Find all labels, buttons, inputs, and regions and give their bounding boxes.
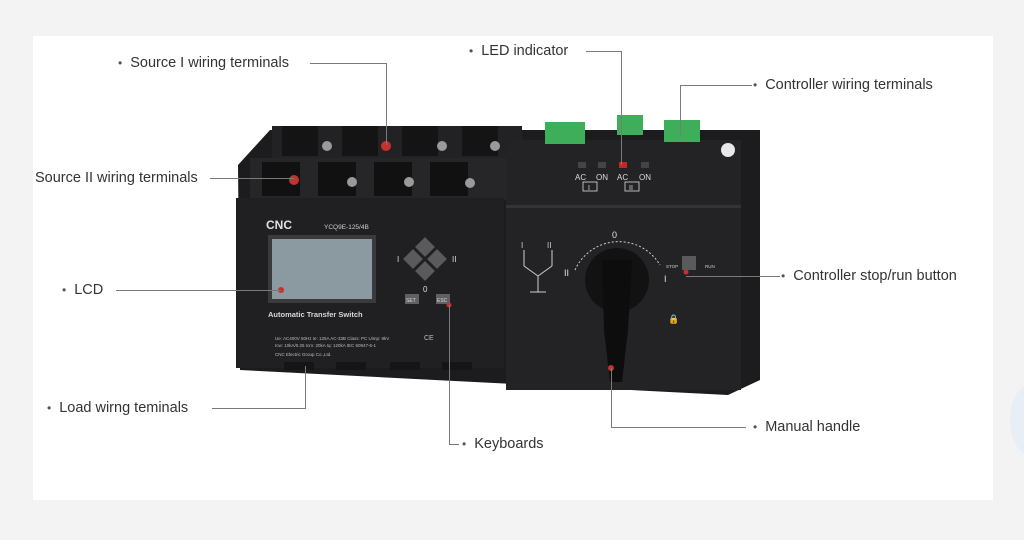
callout-led-indicator: •LED indicator: [469, 43, 569, 59]
keypad: I II 0 SET ESC: [397, 237, 456, 308]
bullet-icon: •: [62, 283, 67, 297]
callout-keyboards: •Keyboards: [462, 436, 544, 452]
rating-line-2: Icw: 10kA/0.25 Icm: 20kA Iq: 120kA IEC 6…: [275, 343, 377, 348]
green-terminal-left: [545, 122, 585, 144]
leader-led-v: [621, 51, 622, 165]
manual-handle: [602, 260, 632, 382]
led-label-on-1: ON: [596, 173, 608, 182]
stop-run-button: [682, 256, 696, 270]
rating-line-1: Ue: AC400V 50Hz Ie: 125A AC-33B Class: P…: [275, 336, 389, 341]
callout-source-ii: Source II wiring terminals: [35, 170, 198, 186]
ce-mark: CE: [424, 335, 434, 342]
handle-mark-ii: II: [564, 268, 569, 278]
source-mark-i: I: [588, 185, 590, 192]
callout-lcd: •LCD: [62, 282, 104, 298]
bullet-icon: •: [753, 78, 758, 92]
svg-text:🔒: 🔒: [668, 314, 679, 324]
key-label-set: SET: [406, 298, 416, 304]
bullet-icon: •: [462, 437, 467, 451]
leader-keyboards-h: [449, 444, 459, 445]
leader-controller-wiring-v: [680, 85, 681, 135]
bullet-icon: •: [118, 56, 123, 70]
source-i-terminals: [282, 126, 500, 156]
callout-source-i: •Source I wiring terminals: [118, 55, 289, 71]
callout-controller-button: •Controller stop/run button: [781, 268, 957, 284]
load-terminals: [284, 362, 472, 370]
model-number: YCQ9E-125/4B: [324, 224, 369, 231]
keypad-mark-zero: 0: [423, 285, 428, 294]
led-label-on-2: ON: [639, 173, 651, 182]
brand-logo: CNC: [266, 218, 292, 232]
led-label-ac-1: AC: [575, 173, 586, 182]
button-mark-run: RUN: [705, 264, 715, 269]
manufacturer: CNC Electric Group Co.,Ltd.: [275, 352, 332, 357]
leader-lcd-h: [116, 290, 281, 291]
source-mark-ii: II: [629, 185, 633, 192]
callout-load-terminals: •Load wirng teminals: [47, 400, 189, 416]
dial-arc: [574, 241, 661, 271]
leader-handle-v: [611, 368, 612, 428]
leader-source-i-h: [310, 63, 387, 64]
led-label-ac-2: AC: [617, 173, 628, 182]
key-label-esc: ESC: [437, 298, 448, 304]
leader-source-i-v: [386, 63, 387, 145]
bullet-icon: •: [781, 269, 786, 283]
handle-mark-i: I: [664, 274, 667, 284]
switch-schematic: [523, 250, 553, 293]
leader-load-h: [212, 408, 306, 409]
button-mark-stop: STOP: [666, 264, 678, 269]
leader-handle-h: [611, 427, 746, 428]
handle-mark-zero: 0: [612, 230, 617, 240]
green-terminal-right: [664, 120, 700, 142]
bullet-icon: •: [753, 420, 758, 434]
bullet-icon: •: [469, 44, 474, 58]
lcd-screen: [272, 239, 372, 299]
leader-controller-button-h: [686, 276, 780, 277]
edge-glow: [1010, 385, 1024, 455]
leader-source-ii-h: [210, 178, 294, 179]
source-ii-terminals: [262, 162, 475, 196]
product-name: Automatic Transfer Switch: [268, 310, 363, 319]
callout-controller-wiring: •Controller wiring terminals: [753, 77, 933, 93]
keypad-mark-ii: II: [452, 255, 456, 264]
schematic-mark-ii: II: [547, 241, 551, 250]
schematic-mark-i: I: [521, 241, 523, 250]
leader-load-v: [305, 366, 306, 409]
green-terminal-middle: [617, 115, 643, 135]
led-indicators: AC ON AC ON I II: [575, 162, 651, 192]
leader-led-h: [586, 51, 622, 52]
leader-keyboards-v: [449, 305, 450, 445]
bullet-icon: •: [47, 401, 52, 415]
callout-manual-handle: •Manual handle: [753, 419, 861, 435]
keypad-mark-i: I: [397, 255, 399, 264]
leader-controller-wiring-h: [680, 85, 752, 86]
